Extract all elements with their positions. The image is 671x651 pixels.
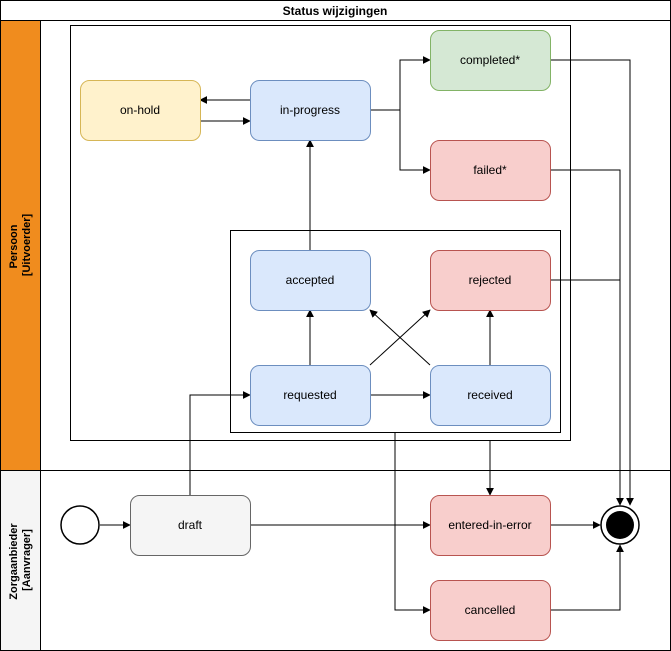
- node-in-progress-label: in-progress: [280, 103, 340, 117]
- node-draft: draft: [130, 495, 251, 556]
- node-rejected-label: rejected: [469, 273, 512, 287]
- node-cancelled-label: cancelled: [465, 603, 516, 617]
- edge-draft-requested: [189, 391, 251, 495]
- node-rejected: rejected: [430, 250, 551, 311]
- start-node: [60, 505, 100, 545]
- node-draft-label: draft: [178, 518, 203, 532]
- node-completed: completed*: [430, 30, 551, 91]
- outer-group-box: [70, 25, 571, 441]
- end-node: [600, 505, 640, 545]
- node-cancelled: cancelled: [430, 580, 551, 641]
- edge-group-cancelled: [394, 432, 431, 614]
- edge-inprogress-failed: [399, 110, 431, 174]
- node-in-progress: in-progress: [250, 80, 371, 141]
- node-entered-in-error: entered-in-error: [430, 495, 551, 556]
- node-on-hold-label: on-hold: [120, 103, 160, 117]
- edge-received-accepted: [369, 309, 431, 366]
- lane-label-persoon: Persoon [Uitvoerder]: [8, 213, 33, 276]
- lane-header-persoon: [0, 20, 41, 471]
- node-completed-label: completed*: [460, 53, 520, 67]
- edge-completed-end: [550, 59, 634, 506]
- diagram-title: Status wijzigingen: [283, 4, 388, 18]
- node-failed-label: failed*: [473, 163, 507, 177]
- node-accepted-label: accepted: [286, 273, 335, 287]
- node-on-hold: on-hold: [80, 80, 201, 141]
- node-entered-in-error-label: entered-in-error: [448, 518, 531, 532]
- edge-failed-end: [550, 169, 624, 506]
- edge-inprogress-completed: [370, 56, 431, 111]
- node-requested-label: requested: [283, 388, 336, 402]
- node-accepted: accepted: [250, 250, 371, 311]
- edges: [100, 56, 634, 614]
- node-failed: failed*: [430, 140, 551, 201]
- node-received: received: [430, 365, 551, 426]
- lane-label-zorgaanbieder: Zorgaanbieder [Aanvrager]: [8, 520, 33, 599]
- node-requested: requested: [250, 365, 371, 426]
- edge-cancelled-end: [550, 544, 624, 611]
- node-received-label: received: [467, 388, 512, 402]
